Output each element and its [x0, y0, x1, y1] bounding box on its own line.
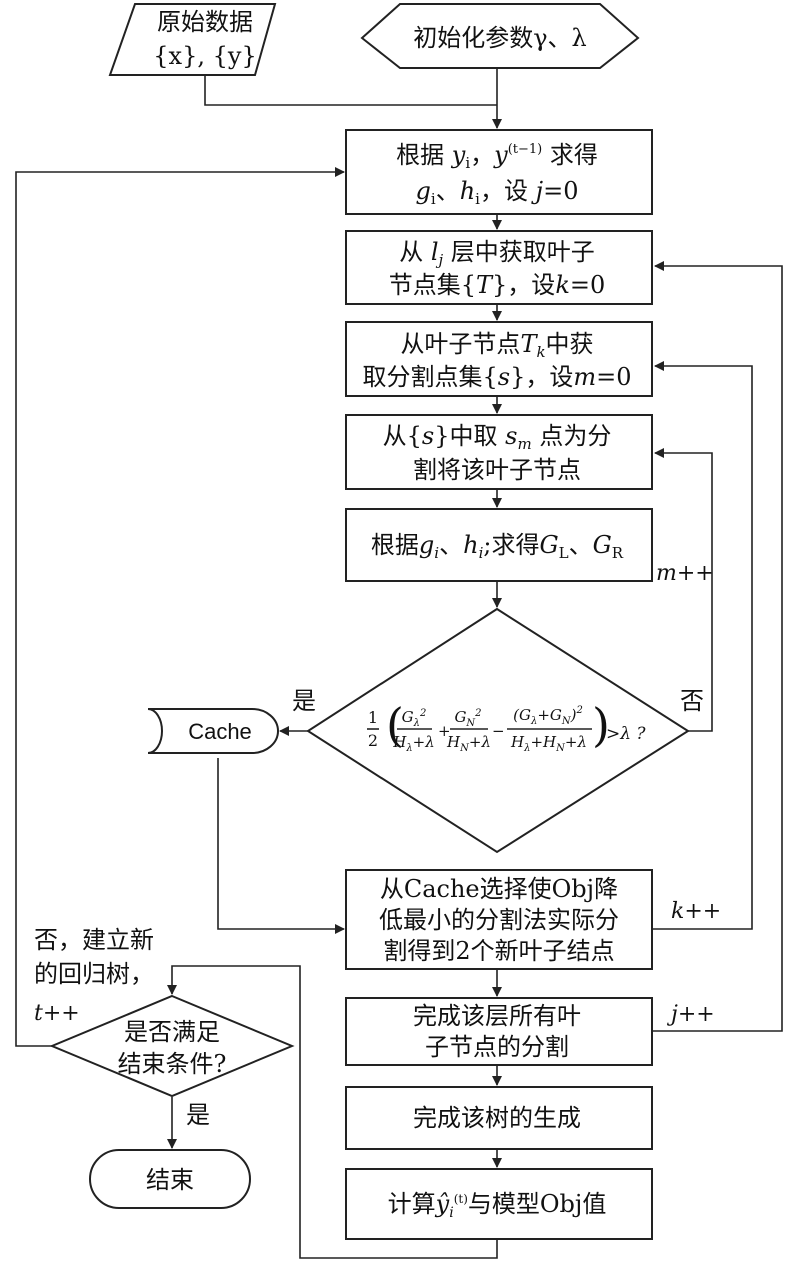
finish-tree-label: 完成该树的生成: [413, 1104, 581, 1132]
get-splits-node: 从叶子节点Tk中获 取分割点集{s}，设m=0: [345, 321, 653, 397]
init-params-label: 初始化参数γ、λ: [413, 24, 587, 52]
label-t-inc: t++: [34, 1001, 80, 1026]
take-split-line2: 割将该叶子节点: [413, 456, 581, 484]
svg-text:HN+λ: HN+λ: [446, 733, 491, 754]
compute-gh-node: 根据 yi，y(t−1) 求得 gi、hi，设 j=0: [345, 129, 653, 215]
end-check-line2: 结束条件?: [118, 1050, 227, 1078]
edge-cache-to-choose: [217, 758, 345, 934]
edge-k-loop: [652, 361, 753, 930]
choose-split-line2: 低最小的分割法实际分: [379, 906, 619, 934]
svg-text:(: (: [386, 698, 404, 752]
get-leaves-line2: 节点集{T}，设k=0: [389, 271, 606, 299]
edge-j-loop: [652, 261, 783, 1032]
raw-data-line1: 原始数据: [157, 8, 253, 36]
cache-node: Cache: [147, 708, 279, 754]
label-no-new-tree-1: 否，建立新: [34, 926, 154, 954]
compute-obj-label: 计算ŷi(t)与模型Obj值: [388, 1190, 607, 1221]
finish-layer-node: 完成该层所有叶 子节点的分割: [345, 997, 653, 1066]
compute-GLR-node: 根据gi、hi;求得GL、GR: [345, 508, 653, 582]
raw-data-line2: {x}, {y}: [153, 42, 256, 70]
get-splits-line2: 取分割点集{s}，设m=0: [362, 363, 631, 391]
svg-text:2: 2: [368, 731, 378, 750]
choose-split-line3: 割得到2个新叶子结点: [383, 937, 614, 965]
svg-text:Hλ+λ: Hλ+λ: [392, 733, 435, 754]
end-check-node: 是否满足 结束条件?: [49, 994, 295, 1098]
label-m-inc: m++: [656, 561, 714, 586]
edge-decision-no-m-loop: [654, 448, 713, 732]
get-leaves-node: 从 lj 层中获取叶子 节点集{T}，设k=0: [345, 230, 653, 305]
label-no-loop: 否: [680, 687, 704, 715]
svg-text:Hλ+HN+λ: Hλ+HN+λ: [510, 733, 587, 754]
svg-text:GN2: GN2: [454, 708, 481, 729]
label-no-new-tree-2: 的回归树，: [34, 960, 154, 988]
end-label: 结束: [146, 1166, 194, 1194]
compute-GLR-label: 根据gi、hi;求得GL、GR: [371, 531, 624, 562]
choose-split-line1: 从Cache选择使Obj降: [380, 875, 618, 903]
compute-gh-line2: gi、hi，设 j=0: [416, 177, 579, 208]
finish-layer-line1: 完成该层所有叶: [413, 1002, 581, 1030]
svg-text:): ): [592, 698, 610, 752]
label-yes-cache: 是: [292, 687, 316, 715]
take-split-line1: 从{s}中取 sm 点为分: [383, 422, 612, 453]
end-check-line1: 是否满足: [124, 1018, 220, 1046]
edge-obj-to-endcheck: [167, 965, 498, 1259]
raw-data-node: 原始数据 {x}, {y}: [108, 3, 277, 76]
svg-text:1: 1: [368, 708, 378, 727]
compute-obj-node: 计算ŷi(t)与模型Obj值: [345, 1168, 653, 1240]
label-j-inc: j++: [666, 1002, 715, 1027]
finish-tree-node: 完成该树的生成: [345, 1086, 653, 1150]
finish-layer-line2: 子节点的分割: [425, 1033, 569, 1061]
label-k-inc: k++: [671, 899, 721, 924]
svg-text:>λ ?: >λ ?: [606, 724, 646, 744]
svg-text:(Gλ+GN)2: (Gλ+GN)2: [513, 705, 583, 727]
decision-formula: 1 2 ( Gλ2 Hλ+λ + GN2 HN+λ − (Gλ+GN)2 Hλ+…: [367, 698, 646, 754]
svg-text:+: +: [438, 722, 451, 740]
edge-endcheck-no-t-loop: [15, 167, 345, 1047]
label-yes-end: 是: [186, 1101, 210, 1129]
edge-raw-to-merge: [204, 75, 497, 106]
init-params-node: 初始化参数γ、λ: [360, 3, 640, 69]
take-split-node: 从{s}中取 sm 点为分 割将该叶子节点: [345, 414, 653, 490]
decision-node: 1 2 ( Gλ2 Hλ+λ + GN2 HN+λ − (Gλ+GN)2 Hλ+…: [306, 607, 690, 854]
svg-text:−: −: [492, 722, 505, 740]
cache-label: Cache: [188, 719, 252, 744]
connectors: [15, 68, 783, 1259]
choose-split-node: 从Cache选择使Obj降 低最小的分割法实际分 割得到2个新叶子结点: [345, 869, 653, 970]
compute-gh-line1: 根据 yi，y(t−1) 求得: [396, 141, 598, 172]
get-leaves-line1: 从 lj 层中获取叶子: [399, 238, 595, 269]
get-splits-line1: 从叶子节点Tk中获: [400, 330, 593, 361]
end-node: 结束: [89, 1149, 251, 1209]
